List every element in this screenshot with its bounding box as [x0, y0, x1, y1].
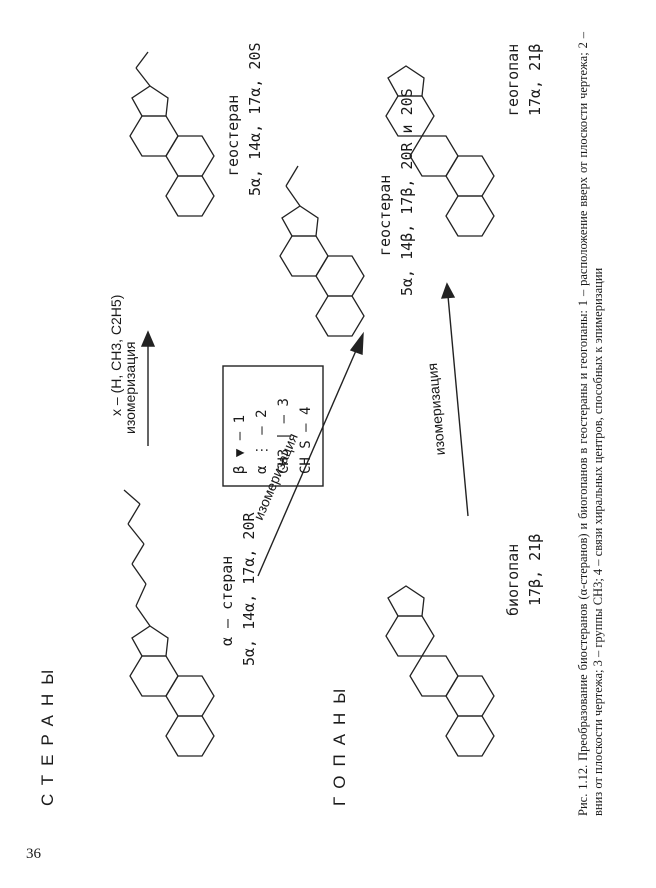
geosterane-20s-structure	[129, 51, 215, 217]
alpha-sterane-structure	[123, 489, 215, 757]
biohopane-structure	[385, 585, 495, 757]
geosterane-20r-config: 5α, 14β, 17β, 20R и 20S	[398, 88, 416, 296]
geohopane-name: геогопан	[504, 43, 522, 116]
rotated-figure: СТЕРАНЫ ГОПАНЫ x – (H, CH3, C2H5)	[28, 16, 628, 816]
biohopane-name: биогопан	[504, 543, 522, 616]
legend-item-4: CH S – 4	[298, 406, 314, 474]
geohopane-structure	[385, 65, 495, 237]
legend-item-3: CH3 | – 3	[276, 398, 292, 474]
geosterane-20r-structure	[279, 165, 365, 337]
legend-item-2-symbol: α ⋮	[254, 443, 270, 474]
geohopane-config: 17α, 21β	[526, 43, 544, 116]
geosterane-20s-config: 5α, 14α, 17α, 20S	[246, 42, 264, 196]
legend-item-2: α ⋮ – 2	[254, 409, 270, 474]
figure-caption: Рис. 1.12. Преобразование биостеранов (α…	[576, 32, 605, 816]
legend-item-1-number: 1	[232, 414, 248, 424]
structures-svg	[123, 51, 495, 757]
alpha-sterane-config: 5α, 14α, 17α, 20R	[240, 512, 258, 666]
legend-item-4-symbol: CH S	[298, 440, 314, 474]
biohopane-config: 17β, 21β	[526, 533, 544, 606]
arrow-label-top: изомеризация	[122, 341, 138, 434]
legend-box	[222, 365, 324, 487]
alpha-sterane-name: α – стеран	[218, 555, 236, 646]
legend-item-1: β ▼ – 1	[232, 414, 248, 474]
legend-item-2-number: 2	[254, 409, 270, 418]
legend-item-3-number: 3	[276, 398, 292, 407]
isomerization-arrows	[140, 282, 469, 577]
geosterane-20s-name: геостеран	[224, 94, 242, 176]
legend-item-1-symbol: β ▼	[232, 448, 248, 474]
legend-item-3-symbol: CH3 |	[276, 431, 292, 474]
page-number: 36	[26, 846, 41, 862]
geosterane-20r-name: геостеран	[376, 174, 394, 256]
legend-item-4-number: 4	[298, 406, 314, 415]
